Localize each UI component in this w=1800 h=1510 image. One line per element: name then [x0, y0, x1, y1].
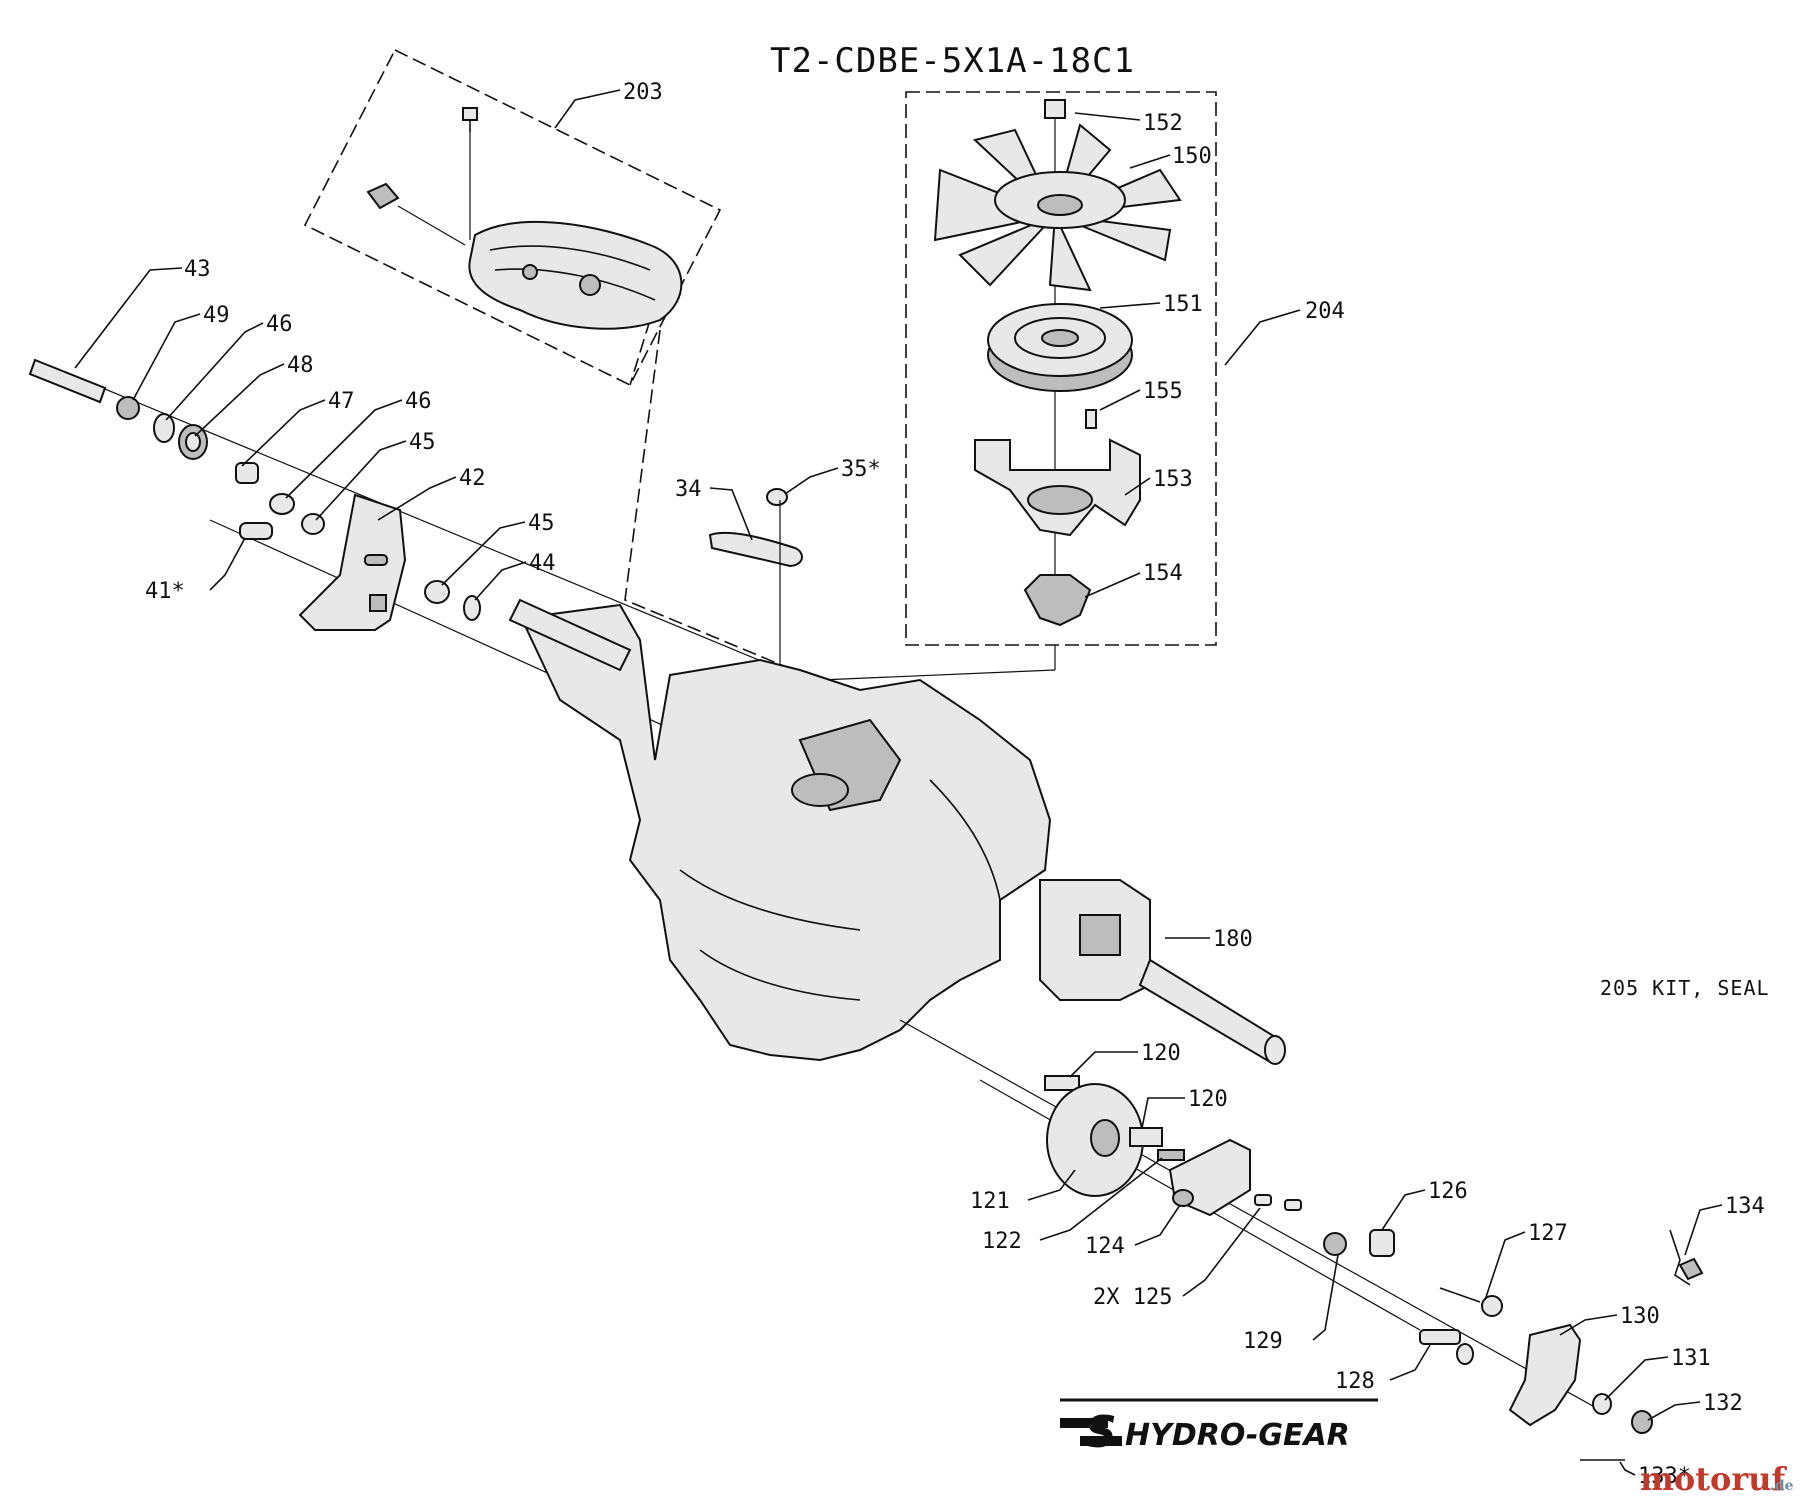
label-155: 155: [1143, 379, 1183, 404]
part-130-lever-plate: [1508, 1323, 1582, 1427]
label-130: 130: [1620, 1304, 1660, 1329]
part-150-fan: [933, 123, 1182, 292]
part-124-caliper: [1168, 1138, 1251, 1217]
label-133: 133*: [1638, 1464, 1691, 1489]
label-45b: 45: [528, 511, 555, 536]
brand-initial: S: [1085, 1407, 1117, 1458]
label-120b: 120: [1188, 1087, 1228, 1112]
label-34: 34: [675, 477, 702, 502]
part-121-disc: [1046, 1083, 1144, 1197]
label-47: 47: [328, 389, 355, 414]
watermark: motoruf .de: [1640, 1460, 1794, 1498]
kit-note: 205 KIT, SEAL: [1600, 976, 1770, 1000]
label-49: 49: [203, 303, 230, 328]
part-122-pad: [1157, 1149, 1185, 1161]
leader-lines: [74, 89, 1723, 1476]
part-35-nut: [766, 488, 788, 506]
part-203-fitting: [366, 182, 466, 246]
watermark-suffix: .de: [1770, 1478, 1794, 1494]
label-43: 43: [184, 257, 211, 282]
group-203-box: [303, 48, 722, 387]
label-129: 129: [1243, 1329, 1283, 1354]
part-132-nut: [1631, 1410, 1653, 1434]
part-153-bracket: [974, 438, 1141, 537]
part-47-spacer: [235, 462, 259, 484]
label-128: 128: [1335, 1369, 1375, 1394]
label-124: 124: [1085, 1234, 1125, 1259]
part-155-screw: [1085, 409, 1097, 429]
label-121: 121: [970, 1189, 1010, 1214]
group-204-box: [905, 91, 1217, 646]
brand-name: HYDRO-GEAR: [1125, 1418, 1350, 1453]
part-154-hub: [1023, 574, 1092, 627]
part-46-washer-a: [153, 413, 175, 443]
part-203-screw: [462, 107, 478, 240]
part-125-pins: [1254, 1194, 1302, 1211]
part-203-cover: [468, 220, 683, 330]
part-34-lever: [708, 531, 803, 568]
part-126-spacer: [1369, 1229, 1395, 1257]
label-131: 131: [1671, 1346, 1711, 1371]
brake-axis: [899, 1019, 1601, 1411]
label-126: 126: [1428, 1179, 1468, 1204]
label-134: 134: [1725, 1194, 1765, 1219]
label-46a: 46: [266, 312, 293, 337]
part-44-washer: [463, 595, 481, 621]
label-120a: 120: [1141, 1041, 1181, 1066]
label-48: 48: [287, 353, 314, 378]
part-180-right-axle: [1138, 958, 1286, 1065]
label-153: 153: [1153, 467, 1193, 492]
label-180: 180: [1213, 927, 1253, 952]
label-150: 150: [1172, 144, 1212, 169]
label-154: 154: [1143, 561, 1183, 586]
part-151-pulley: [987, 303, 1133, 392]
label-44: 44: [529, 551, 556, 576]
part-152-nut: [1044, 99, 1066, 119]
label-41: 41*: [145, 579, 185, 604]
left-axle-shaft: [508, 598, 632, 672]
part-45-washer-a: [301, 513, 325, 535]
part-48-spring: [178, 424, 208, 460]
part-45-washer-b: [424, 580, 450, 604]
label-125: 2X 125: [1093, 1285, 1172, 1310]
part-46-washer-b: [269, 493, 295, 515]
part-43-pin: [28, 358, 107, 404]
part-41-bolt: [239, 522, 273, 540]
label-45a: 45: [409, 430, 436, 455]
label-151: 151: [1163, 292, 1203, 317]
part-127-bolt: [1439, 1287, 1503, 1317]
label-46b: 46: [405, 389, 432, 414]
part-129-nut: [1323, 1232, 1347, 1256]
group-203-leader: [629, 319, 651, 386]
part-134-spring: [1669, 1229, 1704, 1286]
watermark-main: motoruf: [1640, 1460, 1787, 1498]
label-42: 42: [459, 466, 486, 491]
label-35: 35*: [841, 457, 881, 482]
label-127: 127: [1528, 1221, 1568, 1246]
label-122: 122: [982, 1229, 1022, 1254]
part-120-key-a: [1044, 1075, 1080, 1091]
part-128-bolt: [1419, 1329, 1474, 1365]
part-49-bushing: [116, 396, 140, 420]
part-42-plate: [298, 493, 407, 631]
transaxle-housing: [518, 603, 1151, 1062]
hydro-gear-logo: S HYDRO-GEAR: [1060, 1398, 1378, 1458]
diagram-title: T2-CDBE-5X1A-18C1: [770, 41, 1135, 81]
label-152: 152: [1143, 111, 1183, 136]
label-132: 132: [1703, 1391, 1743, 1416]
part-120-key-b: [1129, 1127, 1163, 1147]
part-labels: 203 152 150 151 204 155 153 154 43 49 46…: [145, 80, 1765, 1489]
label-203: 203: [623, 80, 663, 105]
label-204: 204: [1305, 299, 1345, 324]
